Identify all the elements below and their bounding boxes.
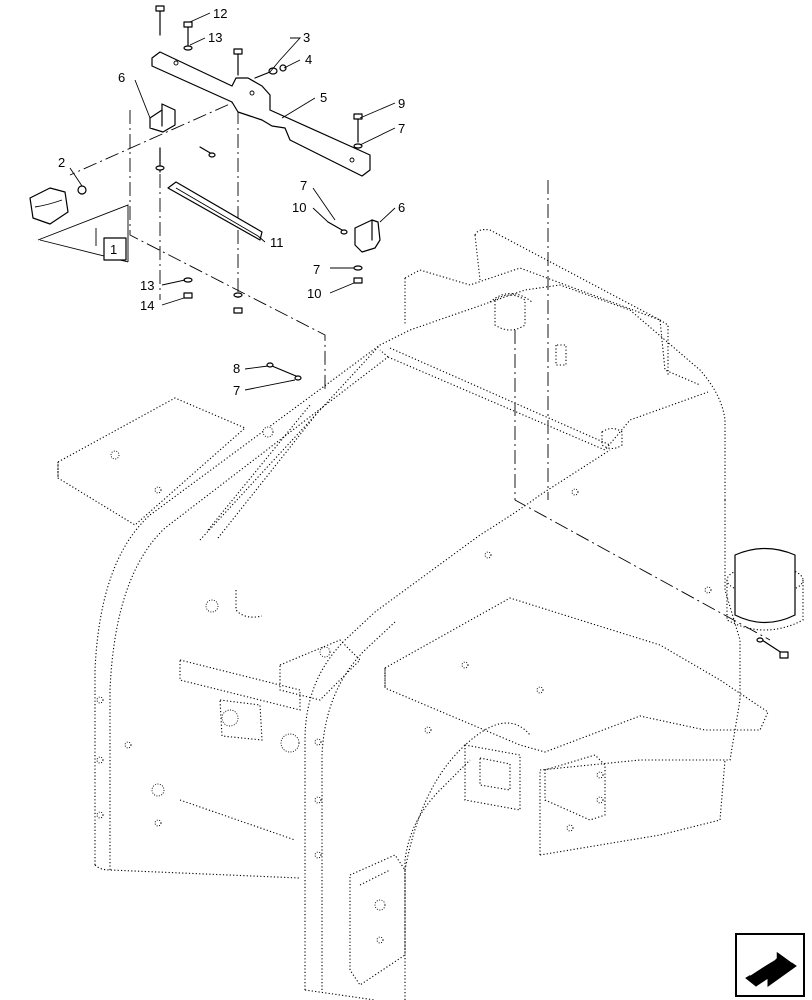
callout-14: 14 <box>140 298 154 313</box>
callout-2: 2 <box>58 155 65 170</box>
callout-12: 12 <box>213 6 227 21</box>
callout-10-mid: 10 <box>292 200 306 215</box>
callout-7-lower-right: 7 <box>313 262 320 277</box>
callout-7-mid-right: 7 <box>300 178 307 193</box>
alignment-lines <box>69 94 771 641</box>
callout-11: 11 <box>270 235 284 250</box>
callout-3: 3 <box>303 30 310 45</box>
callout-8: 8 <box>233 361 240 376</box>
callout-13-top: 13 <box>208 30 222 45</box>
callout-4: 4 <box>305 52 312 67</box>
callout-6-right: 6 <box>398 200 405 215</box>
callout-9: 9 <box>398 96 405 111</box>
leader-lines <box>37 12 396 391</box>
lamp-part <box>29 187 69 225</box>
bracket-part-6-right <box>354 219 381 253</box>
callout-box-1 <box>103 237 127 261</box>
callout-labels: 1 2 3 4 5 6 6 7 7 7 7 8 9 10 10 11 12 13… <box>58 6 405 398</box>
chassis-frame <box>57 229 804 1000</box>
bracket-part-5 <box>151 51 371 177</box>
callout-7-top-right: 7 <box>398 121 405 136</box>
callout-7-bottom: 7 <box>233 383 240 398</box>
callout-10-lower: 10 <box>307 286 321 301</box>
callout-13-lower: 13 <box>140 278 154 293</box>
callout-5: 5 <box>320 90 327 105</box>
next-page-arrow-icon[interactable] <box>735 933 805 997</box>
callout-1: 1 <box>110 242 117 257</box>
callout-6-left: 6 <box>118 70 125 85</box>
parts <box>29 5 796 659</box>
